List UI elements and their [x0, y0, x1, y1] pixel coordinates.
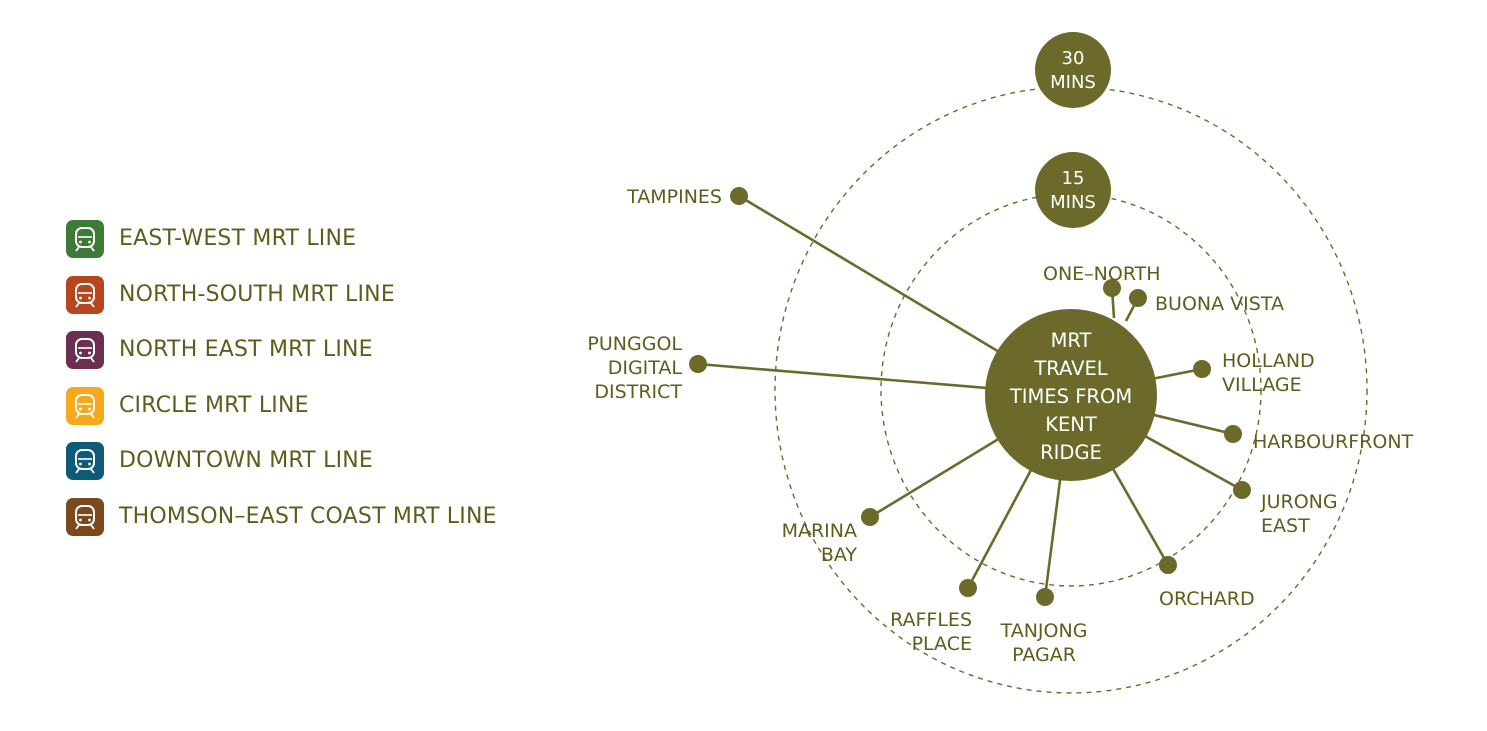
station-dot-holland-village [1193, 360, 1211, 378]
hub-circle [985, 309, 1157, 481]
station-label-marina-bay: MARINA [782, 520, 857, 542]
station-dot-orchard [1159, 556, 1177, 574]
spoke-tanjong-pagar [1043, 476, 1062, 598]
station-label-tampines: TAMPINES [626, 186, 722, 208]
hub-label: MRT [1051, 329, 1092, 352]
station-dot-punggol [689, 355, 707, 373]
station-label-raffles-place: PLACE [912, 633, 972, 655]
ring-badge-label: MINS [1050, 72, 1096, 93]
spoke-raffles-place [966, 466, 1034, 589]
legend-label: NORTH-SOUTH MRT LINE [119, 281, 395, 307]
hub-label: KENT [1045, 413, 1097, 436]
station-label-holland-village: VILLAGE [1222, 374, 1302, 396]
station-label-punggol: DISTRICT [594, 381, 682, 403]
station-label-one-north: ONE–NORTH [1043, 263, 1161, 285]
ring-badge-label: 15 [1062, 168, 1085, 189]
station-label-marina-bay: BAY [821, 544, 858, 566]
train-icon [66, 386, 104, 425]
ring-badge-30 [1035, 32, 1111, 108]
spoke-orchard [1110, 465, 1170, 566]
train-icon [66, 331, 104, 370]
legend-label: NORTH EAST MRT LINE [119, 337, 373, 363]
ring-badge-label: MINS [1050, 192, 1096, 213]
station-dot-one-north [1103, 279, 1121, 297]
legend-label: DOWNTOWN MRT LINE [119, 448, 374, 474]
legend-label: THOMSON–EAST COAST MRT LINE [119, 503, 497, 529]
spoke-marina-bay [869, 436, 1002, 519]
train-icon [66, 220, 104, 258]
station-dot-jurong-east [1233, 481, 1251, 499]
spoke-jurong-east [1142, 433, 1243, 492]
station-dot-harbourfront [1224, 425, 1242, 443]
station-label-punggol: DIGITAL [608, 357, 683, 379]
station-label-orchard: ORCHARD [1159, 588, 1255, 610]
train-icon [66, 497, 104, 536]
hub-label: TIMES FROM [1009, 385, 1132, 408]
station-label-tanjong-pagar: PAGAR [1012, 644, 1076, 666]
ring-badge-15 [1035, 152, 1111, 228]
spoke-harbourfront [1150, 412, 1234, 436]
station-label-jurong-east: JURONG [1260, 491, 1338, 513]
station-dot-tampines [730, 187, 748, 205]
spoke-tampines [738, 194, 1002, 354]
station-label-tanjong-pagar: TANJONG [1000, 620, 1088, 642]
station-label-harbourfront: HARBOURFRONT [1253, 431, 1414, 453]
hub-label: RIDGE [1040, 441, 1102, 464]
legend-label: CIRCLE MRT LINE [119, 392, 309, 418]
station-label-jurong-east: EAST [1261, 515, 1310, 537]
station-dot-marina-bay [861, 508, 879, 526]
spoke-punggol [697, 362, 990, 390]
station-dot-buona-vista [1129, 289, 1147, 307]
station-dot-tanjong-pagar [1036, 588, 1054, 606]
legend-label: EAST-WEST MRT LINE [119, 226, 357, 251]
station-label-buona-vista: BUONA VISTA [1155, 293, 1284, 315]
station-label-punggol: PUNGGOL [587, 333, 682, 355]
station-dot-raffles-place [959, 579, 977, 597]
train-icon [66, 442, 104, 481]
train-icon [66, 275, 104, 314]
station-label-holland-village: HOLLAND [1222, 350, 1315, 372]
station-label-raffles-place: RAFFLES [890, 609, 972, 631]
ring-15-mins [880, 193, 1262, 587]
ring-badge-label: 30 [1062, 48, 1085, 69]
hub-label: TRAVEL [1033, 357, 1107, 380]
